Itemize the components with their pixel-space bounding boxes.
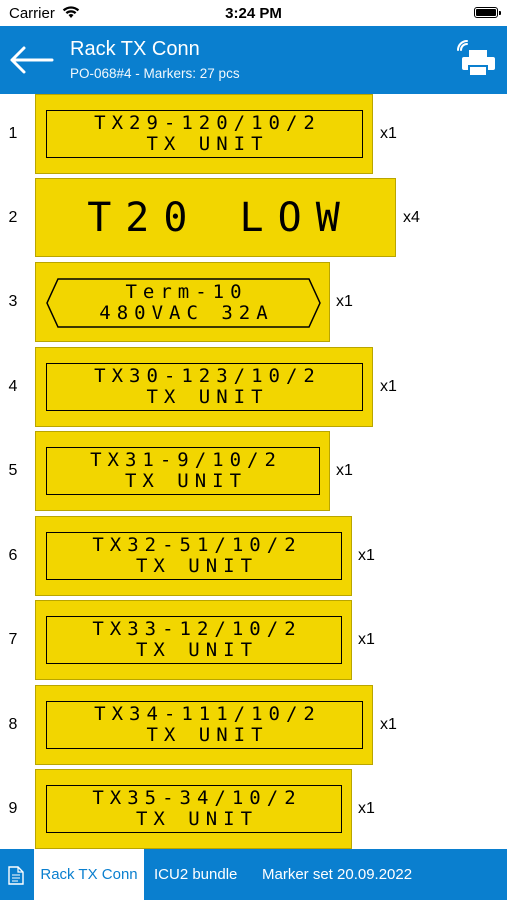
marker-index: 5 [8, 462, 18, 479]
battery-icon [474, 7, 501, 18]
marker-index: 9 [8, 800, 18, 817]
marker-line: TX UNIT [124, 470, 248, 492]
clock: 3:24 PM [225, 5, 282, 22]
tab-label: Marker set 20.09.2022 [262, 866, 413, 883]
marker-label[interactable]: TX33-12/10/2 TX UNIT [35, 600, 352, 680]
marker-label[interactable]: TX30-123/10/2 TX UNIT [35, 347, 373, 427]
marker-frame: TX32-51/10/2 TX UNIT [46, 532, 342, 580]
marker-index: 6 [8, 547, 18, 564]
tab-rack-tx-conn[interactable]: Rack TX Conn [34, 849, 144, 900]
marker-frame: TX30-123/10/2 TX UNIT [46, 363, 363, 411]
marker-quantity: x1 [358, 800, 375, 817]
marker-frame: TX29-120/10/2 TX UNIT [46, 110, 363, 158]
marker-quantity: x1 [358, 631, 375, 648]
status-bar: Carrier 3:24 PM [0, 0, 507, 26]
marker-label[interactable]: TX35-34/10/2 TX UNIT [35, 769, 352, 849]
page-subtitle: PO-068#4 - Markers: 27 pcs [70, 66, 240, 81]
tab-label: ICU2 bundle [154, 866, 238, 883]
document-icon[interactable] [8, 866, 24, 885]
marker-line: TX31-9/10/2 [90, 449, 282, 471]
hexagon-frame-icon [46, 278, 321, 328]
marker-label[interactable]: T20 LOW [35, 178, 396, 257]
marker-line: TX35-34/10/2 [92, 787, 302, 809]
marker-index: 1 [8, 125, 18, 142]
marker-line: 480VAC 32A [99, 302, 274, 324]
marker-line: TX33-12/10/2 [92, 618, 302, 640]
marker-line: TX30-123/10/2 [94, 365, 321, 387]
wireless-printer-icon[interactable] [457, 40, 497, 80]
marker-quantity: x1 [380, 716, 397, 733]
back-arrow-icon[interactable] [8, 44, 54, 76]
marker-frame: TX33-12/10/2 TX UNIT [46, 616, 342, 664]
marker-line: TX29-120/10/2 [94, 112, 321, 134]
marker-index: 7 [8, 631, 18, 648]
marker-label[interactable]: TX31-9/10/2 TX UNIT [35, 431, 330, 511]
app-bar: Rack TX Conn PO-068#4 - Markers: 27 pcs [0, 26, 507, 94]
marker-line: TX UNIT [135, 639, 259, 661]
marker-line: T20 LOW [87, 194, 354, 241]
marker-line: TX UNIT [146, 724, 269, 746]
tab-marker-set[interactable]: Marker set 20.09.2022 [262, 849, 412, 900]
marker-quantity: x1 [358, 547, 375, 564]
marker-label[interactable]: Term-10 480VAC 32A [35, 262, 330, 342]
marker-index: 2 [8, 209, 18, 226]
marker-line: TX32-51/10/2 [92, 534, 302, 556]
wifi-icon [62, 6, 80, 18]
marker-frame: Term-10 480VAC 32A [58, 279, 309, 327]
bottom-tab-bar: Rack TX Conn ICU2 bundle Marker set 20.0… [0, 849, 507, 900]
marker-quantity: x4 [403, 209, 420, 226]
marker-quantity: x1 [336, 293, 353, 310]
tab-icu2-bundle[interactable]: ICU2 bundle [154, 849, 237, 900]
marker-label[interactable]: TX29-120/10/2 TX UNIT [35, 94, 373, 174]
marker-line: TX UNIT [146, 386, 269, 408]
marker-line: Term-10 [125, 281, 248, 303]
page-title: Rack TX Conn [70, 38, 200, 60]
tab-label: Rack TX Conn [40, 866, 138, 883]
marker-index: 3 [8, 293, 18, 310]
marker-quantity: x1 [380, 125, 397, 142]
marker-frame: TX31-9/10/2 TX UNIT [46, 447, 320, 495]
marker-frame: TX34-111/10/2 TX UNIT [46, 701, 363, 749]
marker-frame: TX35-34/10/2 TX UNIT [46, 785, 342, 833]
marker-label[interactable]: TX32-51/10/2 TX UNIT [35, 516, 352, 596]
carrier-label: Carrier [9, 5, 55, 22]
marker-label[interactable]: TX34-111/10/2 TX UNIT [35, 685, 373, 765]
marker-line: TX UNIT [135, 555, 259, 577]
marker-quantity: x1 [380, 378, 397, 395]
marker-line: TX UNIT [146, 133, 269, 155]
marker-line: TX UNIT [135, 808, 259, 830]
marker-line: TX34-111/10/2 [94, 703, 321, 725]
marker-index: 8 [8, 716, 18, 733]
marker-list[interactable]: 1 TX29-120/10/2 TX UNIT x1 2 T20 LOW x4 … [0, 94, 507, 849]
marker-quantity: x1 [336, 462, 353, 479]
marker-index: 4 [8, 378, 18, 395]
